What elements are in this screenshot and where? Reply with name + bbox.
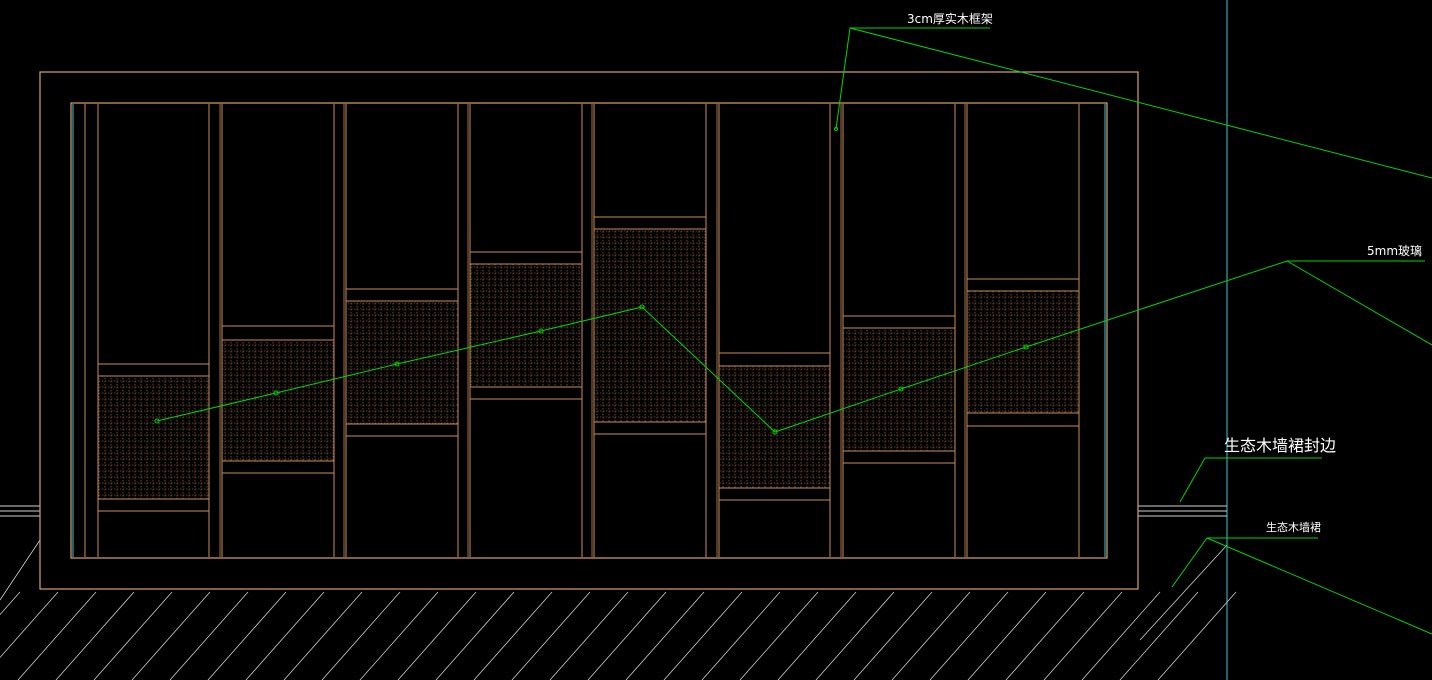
hatch-line: [435, 591, 515, 680]
hatch-line: [93, 591, 173, 680]
glass-mesh-panel: [966, 290, 1080, 414]
panel-column: [966, 104, 1080, 557]
hatch-line: [321, 591, 401, 680]
panel-column: [221, 104, 345, 557]
glass-mesh-panel: [221, 339, 335, 462]
skirting-leader-tail: [1206, 537, 1432, 635]
hatch-line: [17, 591, 97, 680]
hatch-line: [283, 591, 363, 680]
hatch-line: [967, 591, 1047, 680]
glass-leader: [156, 260, 1425, 433]
hatch-line: [1081, 591, 1161, 680]
hatch-line: [473, 591, 553, 680]
hatch-line: [701, 591, 781, 680]
hatch-line: [739, 591, 819, 680]
leader-dots: [154, 126, 1029, 435]
skirting-lines: [0, 505, 1227, 517]
hatch-line: [0, 591, 59, 659]
hatch-line: [777, 591, 857, 680]
hatch-line: [549, 591, 629, 680]
hatch-line: [359, 591, 439, 680]
skirting-leader: [1171, 537, 1318, 588]
frame-label: 3cm厚实木框架: [907, 11, 993, 26]
hatch-line: [853, 591, 933, 680]
panel-column: [842, 104, 966, 557]
hatch-line: [1005, 591, 1085, 680]
hatch-line: [397, 591, 477, 680]
hatch-line: [1157, 591, 1237, 680]
ground-hatch: [0, 539, 1237, 680]
hatch-line: [55, 591, 135, 680]
panel-column: [345, 104, 469, 557]
hatch-line: [511, 591, 591, 680]
inner-frame: [70, 102, 1108, 559]
hatch-line: [891, 591, 971, 680]
edge-leader: [1179, 457, 1322, 503]
edge-label: 生态木墙裙封边: [1224, 436, 1336, 455]
skirting-label: 生态木墙裙: [1266, 520, 1321, 534]
hatch-line: [169, 591, 249, 680]
hatch-line: [0, 539, 41, 601]
hatch-line: [0, 591, 21, 616]
hatch-line: [625, 591, 705, 680]
glass-label: 5mm玻璃: [1367, 244, 1422, 258]
hatch-line: [929, 591, 1009, 680]
hatch-line: [1043, 591, 1123, 680]
panel-columns: [84, 104, 1080, 557]
hatch-line: [245, 591, 325, 680]
glass-mesh-panel: [97, 375, 210, 500]
panel-column: [469, 104, 593, 557]
panel-column: [97, 104, 221, 557]
leader-lines: [156, 27, 1432, 635]
outer-frame: [39, 71, 1139, 590]
hatch-line: [207, 591, 287, 680]
panel-column: [593, 104, 718, 557]
hatch-line: [663, 591, 743, 680]
glass-mesh-panel: [593, 228, 707, 423]
glass-leader-tail: [1286, 260, 1432, 346]
hatch-line: [1139, 544, 1228, 641]
hatch-line: [815, 591, 895, 680]
hatch-line: [131, 591, 211, 680]
panel-column: [718, 104, 842, 557]
hatch-line: [1119, 591, 1199, 680]
hatch-line: [587, 591, 667, 680]
glass-mesh-panel: [718, 365, 831, 489]
frame-leader-tail: [849, 27, 1432, 179]
